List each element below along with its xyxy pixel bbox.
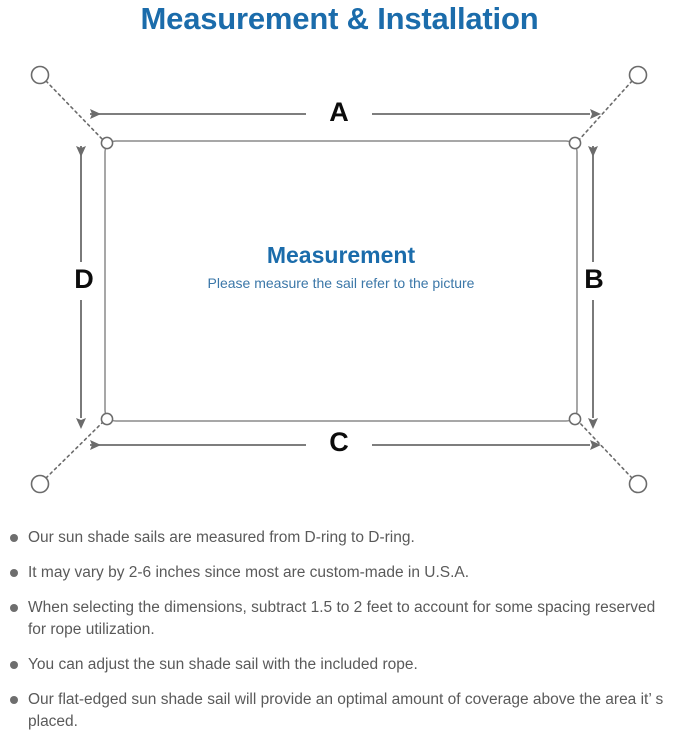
page-title: Measurement & Installation [140,1,539,36]
rope-bottom-right [577,420,633,479]
list-item: When selecting the dimensions, subtract … [0,597,679,641]
note-text: Our flat-edged sun shade sail will provi… [28,691,664,730]
bullet-icon [10,569,18,577]
d-ring-top-left [100,136,114,150]
dimension-label-b: B [584,264,604,294]
d-ring-top-right [568,136,582,150]
list-item: Our sun shade sails are measured from D-… [0,527,679,549]
note-text: You can adjust the sun shade sail with t… [28,656,418,673]
anchor-bottom-left [30,474,50,494]
rope-lines [45,80,633,479]
rope-bottom-left [45,420,105,479]
bullet-icon [10,534,18,542]
dimension-label-c: C [329,427,349,457]
dimension-label-d: D [74,264,94,294]
d-ring-bottom-right [568,412,582,426]
bullet-icon [10,696,18,704]
anchor-top-right [628,65,648,85]
note-text: It may vary by 2-6 inches since most are… [28,564,470,581]
list-item: It may vary by 2-6 inches since most are… [0,562,679,584]
notes-list: Our sun shade sails are measured from D-… [0,527,679,746]
anchor-points [30,65,648,494]
bullet-icon [10,661,18,669]
d-rings [100,136,582,426]
anchor-bottom-right [628,474,648,494]
sun-shade-sail-measurement-diagram [30,65,648,494]
list-item: Our flat-edged sun shade sail will provi… [0,689,679,733]
anchor-top-left [30,65,50,85]
note-text: When selecting the dimensions, subtract … [28,599,656,638]
dimension-label-a: A [329,97,349,127]
bullet-icon [10,604,18,612]
rope-top-right [577,80,633,142]
sail-body [104,140,578,422]
rope-top-left [45,80,105,142]
note-text: Our sun shade sails are measured from D-… [28,529,415,546]
list-item: You can adjust the sun shade sail with t… [0,654,679,676]
d-ring-bottom-left [100,412,114,426]
